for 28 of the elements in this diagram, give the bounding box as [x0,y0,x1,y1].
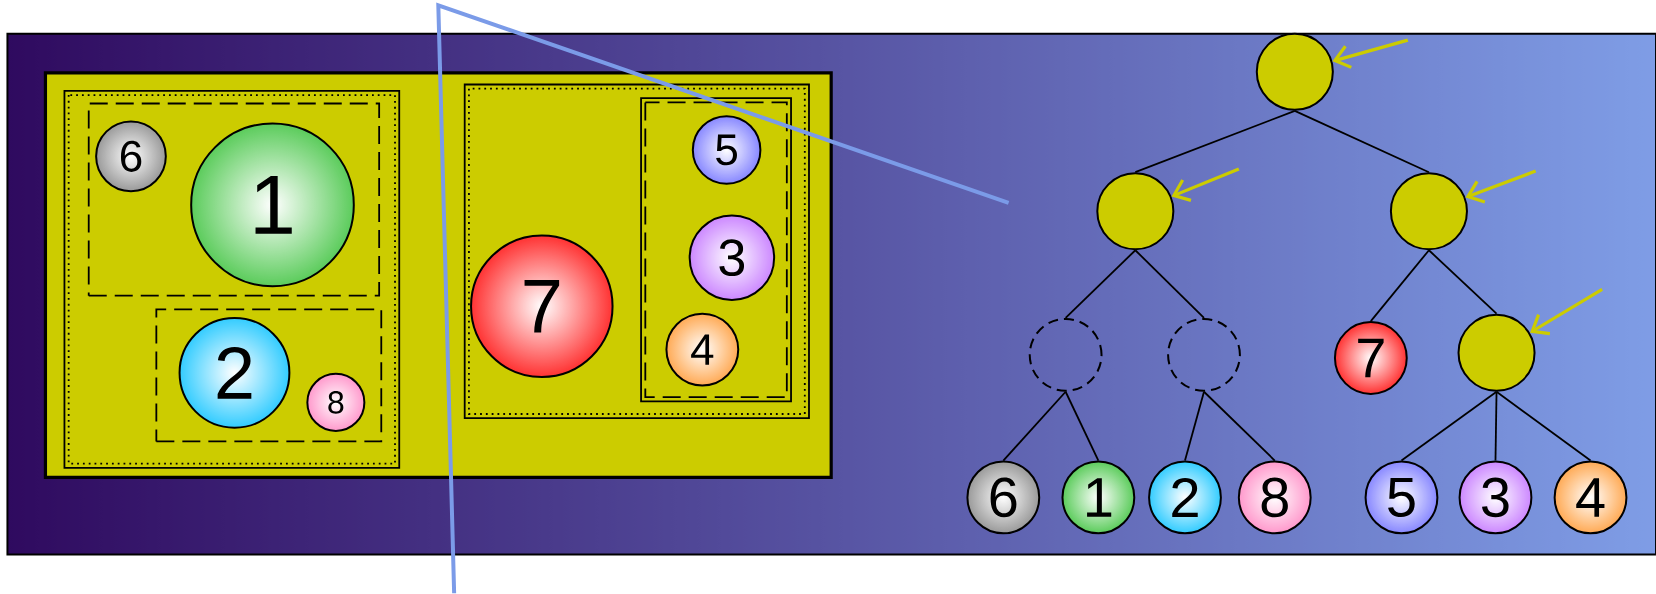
tree-edge [1203,391,1276,462]
tree-edge [1064,249,1137,320]
arrow [1530,288,1603,336]
dashed-circle [1167,318,1241,392]
bounding-rectangle [640,97,792,403]
tree-edge [1002,391,1067,462]
tree-edge [1134,249,1205,320]
tree-edge [1495,391,1592,462]
arrow [1332,38,1409,70]
tree-node [1389,172,1468,251]
tree-edge [1134,110,1296,174]
dashed-circle [1028,318,1103,392]
bounding-rectangle [63,90,401,469]
tree-node [1457,313,1536,392]
tree-edge [1369,249,1430,323]
tree-edge [1494,391,1498,462]
tree-edge [1293,110,1430,174]
arrow [1171,167,1240,203]
tree-edge [1184,391,1205,462]
tree-edge [1428,249,1498,315]
bounding-rectangle [155,308,383,443]
tree-edge [1064,391,1100,462]
bounding-rectangle [87,102,381,297]
tree-node [1255,33,1334,112]
bounding-rectangle [463,83,810,420]
arrow [1465,169,1537,204]
tree-edge [1400,391,1498,462]
tree-node [1096,172,1175,251]
